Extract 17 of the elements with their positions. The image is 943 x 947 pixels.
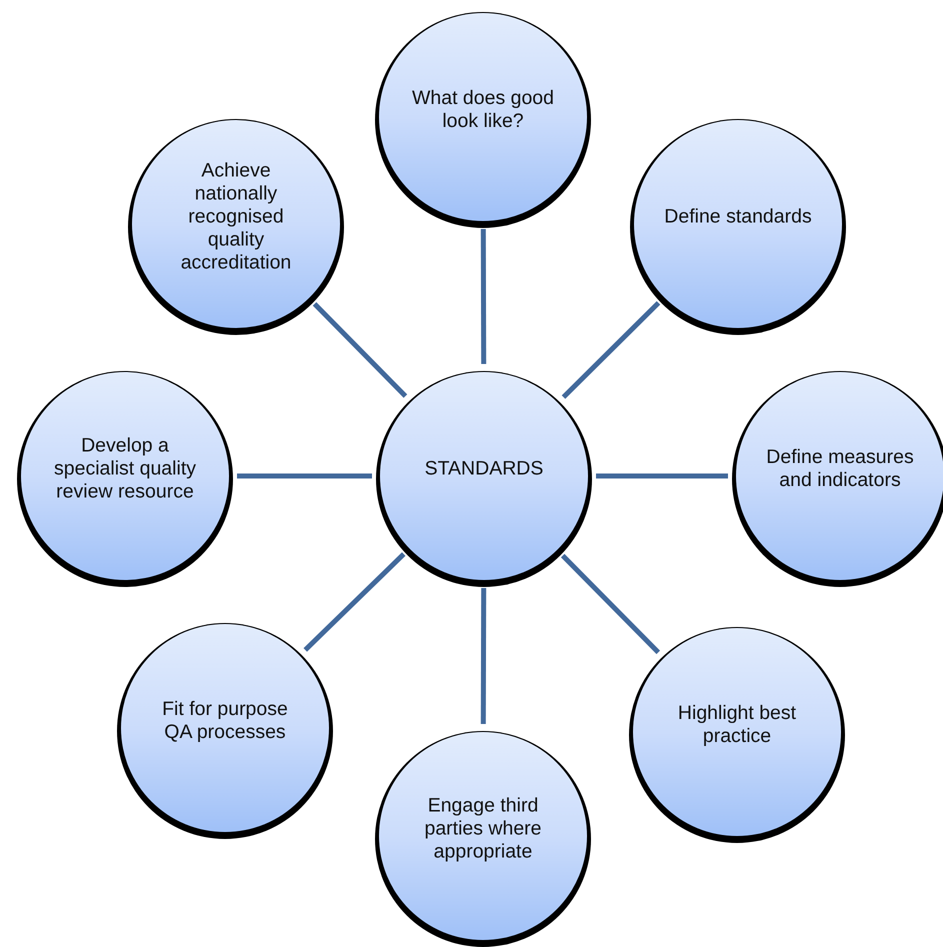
node-label: Achieve nationally recognised quality accreditation (180, 160, 292, 275)
node-label: Develop a specialist quality review resource (53, 434, 197, 504)
node-label: Engage third parties where appropriate (423, 794, 543, 864)
connector-line (562, 301, 660, 399)
node-label: Define standards (663, 206, 813, 229)
connector-line (596, 474, 728, 478)
node-label: What does good look like? (410, 87, 555, 134)
connector-line (304, 552, 406, 652)
node-label: Highlight best practice (676, 702, 798, 748)
node-label: Fit for purpose QA processes (161, 698, 289, 744)
connector-line (480, 229, 486, 364)
node-label: STANDARDS (424, 458, 544, 481)
node-label: Define measures and indicators (765, 446, 915, 492)
connector-line (312, 302, 408, 398)
connector-line (560, 554, 660, 654)
connector-line (480, 588, 486, 724)
connector-line (237, 474, 372, 478)
